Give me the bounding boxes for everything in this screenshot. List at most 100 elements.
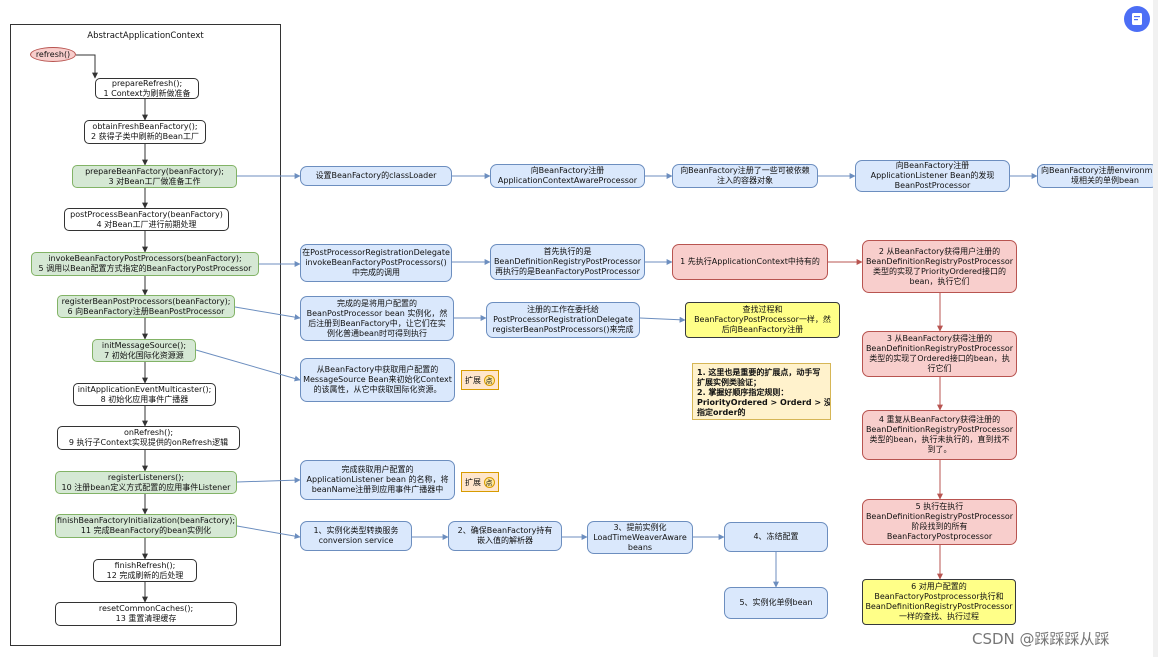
extension-point-2: 扩展 点	[461, 472, 499, 492]
main-step-5: invokeBeanFactoryPostProcessors(beanFact…	[31, 252, 259, 276]
row3-text: 境相关的单例bean	[1071, 176, 1139, 185]
main-step-2: obtainFreshBeanFactory();2 获得子类中刷新的Bean工…	[84, 120, 206, 144]
row11-text: 4、冻结配置	[753, 532, 799, 541]
row7-text: 从BeanFactory中获取用户配置的	[316, 365, 439, 374]
main-step-text: obtainFreshBeanFactory();	[92, 122, 198, 131]
message-source-box: 从BeanFactory中获取用户配置的 MessageSource Bean来…	[300, 358, 455, 402]
main-step-text: finishBeanFactoryInitialization(beanFact…	[56, 516, 236, 525]
row6-text: BeanPostProcessor bean 实例化，然	[306, 308, 448, 318]
final-step-text: 6 对用户配置的	[911, 582, 967, 591]
main-step-text: 5 调用以Bean配置方式指定的BeanFactoryPostProcessor	[38, 264, 252, 273]
document-icon	[1132, 13, 1142, 25]
main-step-text: finishRefresh();	[114, 560, 176, 570]
red-step-text: 到了。	[927, 445, 952, 454]
row3-text: 注入的容器对象	[717, 176, 773, 185]
scrollbar[interactable]	[1153, 0, 1158, 657]
row6-text: 例化普通bean时可得到执行	[327, 328, 427, 338]
main-step-text: 6 向BeanFactory注册BeanPostProcessor	[67, 306, 225, 316]
main-step-text: 11 完成BeanFactory的bean实例化	[80, 526, 212, 535]
red-step-text: bean，执行它们	[909, 276, 970, 286]
row10-text: ApplicationListener bean 的名称，将	[306, 475, 449, 484]
row5-text: 再执行的是BeanFactoryPostProcessor	[495, 267, 640, 276]
register-listener-detector-box: 向BeanFactory注册 ApplicationListener Bean的…	[855, 160, 1010, 192]
load-time-weaver-box: 3、提前实例化 LoadTimeWeaverAware beans	[587, 521, 693, 554]
main-step-4: postProcessBeanFactory(beanFactory)4 对Be…	[64, 208, 229, 231]
register-aware-processor-box: 向BeanFactory注册 ApplicationContextAwarePr…	[490, 164, 645, 188]
row5-text: 1 先执行ApplicationContext中持有的	[680, 257, 820, 266]
row3-text: 设置BeanFactory的classLoader	[315, 171, 437, 180]
edge-6-row	[234, 306, 301, 321]
note-line: 1. 这里也是重要的扩展点，动手写	[697, 368, 821, 377]
row6-text: registerBeanPostProcessors()来完成	[492, 325, 634, 334]
row6-text: BeanFactoryPostProcessor一样，然	[694, 315, 831, 324]
main-step-8: initApplicationEventMulticaster();8 初始化应…	[73, 383, 216, 406]
red-step-1-box: 1 先执行ApplicationContext中持有的	[672, 244, 828, 280]
main-step-text: registerListeners();	[107, 472, 185, 482]
bpp-delegate-box: 注册的工作在委托给 PostProcessorRegistrationDeleg…	[486, 302, 640, 338]
floating-action-button[interactable]	[1124, 6, 1150, 32]
main-step-text: 12 完成刷新的后处理	[106, 570, 184, 580]
red-step-6-box: 6 对用户配置的 BeanFactoryPostprocessor执行和 Bea…	[862, 579, 1016, 625]
red-step-text: 4 重复从BeanFactory获得注册的	[878, 415, 1001, 424]
listener-register-box: 完成获取用户配置的 ApplicationListener bean 的名称，将…	[300, 460, 455, 500]
main-step-text: prepareRefresh();	[111, 78, 183, 88]
row11-text: LoadTimeWeaverAware	[593, 532, 687, 542]
row11-text: 2、确保BeanFactory持有	[457, 526, 553, 535]
row6-text: 后注册到BeanFactory中，让它们在实	[308, 318, 446, 328]
red-step-text: BeanFactoryPostprocessor	[886, 532, 993, 541]
edge-11-row	[236, 525, 301, 540]
final-step-text: BeanDefinitionRegistryPostProcessor	[865, 602, 1013, 611]
row10-text: 完成获取用户配置的	[341, 465, 414, 474]
main-step-text: resetCommonCaches();	[98, 604, 194, 613]
row7-text: 的该属性，从它中获取国际化资源。	[313, 385, 442, 394]
frame-title: AbstractApplicationContext	[87, 31, 204, 41]
main-step-10: registerListeners();10 注册bean定义方式配置的应用事件…	[55, 471, 237, 494]
row3-text: 向BeanFactory注册environm	[1041, 166, 1153, 175]
main-step-6: registerBeanPostProcessors(beanFactory);…	[57, 295, 235, 318]
row3-text: 向BeanFactory注册	[530, 166, 605, 175]
red-step-text: BeanDefinitionRegistryPostProcessor	[865, 425, 1014, 434]
main-step-text: 2 获得子类中刷新的Bean工厂	[90, 132, 199, 141]
red-step-text: 行它们	[927, 364, 952, 373]
row11-text: beans	[627, 542, 653, 552]
row6-text: 后向BeanFactory注册	[721, 325, 804, 334]
main-step-text: registerBeanPostProcessors(beanFactory);	[61, 296, 231, 306]
edge-r6-2	[639, 316, 686, 323]
row5-text: 在PostProcessorRegistrationDelegate	[302, 248, 450, 257]
main-step-text: prepareBeanFactory(beanFactory);	[85, 166, 224, 176]
watermark: CSDN @踩踩踩从踩	[972, 630, 1110, 648]
final-step-text: 一样的查找、执行过程	[899, 612, 979, 621]
main-step-text: 4 对Bean工厂进行前期处理	[96, 219, 197, 229]
extension-point-1: 扩展 点	[461, 370, 499, 390]
red-step-text: 类型的实现了PriorityOrdered接口的	[872, 266, 1007, 276]
extension-badge-icon: 点	[483, 477, 495, 488]
red-step-text: 类型的实现了Ordered接口的bean，执	[869, 354, 1010, 363]
note-line: PriorityOrdered > Orderd > 没有	[697, 398, 831, 407]
execution-order-box: 首先执行的是 BeanDefinitionRegistryPostProcess…	[490, 244, 645, 280]
row6-text: 完成的是将用户配置的	[337, 298, 417, 308]
main-step-text: 10 注册bean定义方式配置的应用事件Listener	[61, 482, 231, 492]
red-step-text: 5 执行在执行	[915, 502, 964, 511]
invoke-delegate-box: 在PostProcessorRegistrationDelegate invok…	[300, 244, 452, 282]
freeze-config-box: 4、冻结配置	[724, 522, 828, 552]
row5-text: invokeBeanFactoryPostProcessors()	[305, 258, 447, 267]
row11-text: 嵌入值的解析器	[477, 536, 533, 545]
edge-refresh	[76, 54, 98, 79]
main-step-1: prepareRefresh();1 Context为刷新做准备	[95, 78, 199, 99]
edge-7-row	[195, 349, 301, 382]
final-step-text: BeanFactoryPostprocessor执行和	[874, 592, 1004, 601]
row6-text: 查找过程和	[742, 305, 783, 314]
bpp-instantiate-box: 完成的是将用户配置的 BeanPostProcessor bean 实例化，然 …	[300, 296, 454, 341]
extension-label: 扩展	[465, 478, 481, 487]
main-step-text: postProcessBeanFactory(beanFactory)	[70, 209, 223, 219]
red-step-text: 阶段找到的所有	[911, 522, 968, 531]
main-step-text: 9 执行子Context实现提供的onRefresh逻辑	[68, 438, 229, 447]
row5-text: 首先执行的是	[543, 247, 592, 256]
row7-text: MessageSource Bean来初始化Context	[303, 375, 452, 384]
main-step-9: onRefresh();9 执行子Context实现提供的onRefresh逻辑	[57, 426, 240, 450]
main-step-text: 1 Context为刷新做准备	[103, 88, 191, 98]
